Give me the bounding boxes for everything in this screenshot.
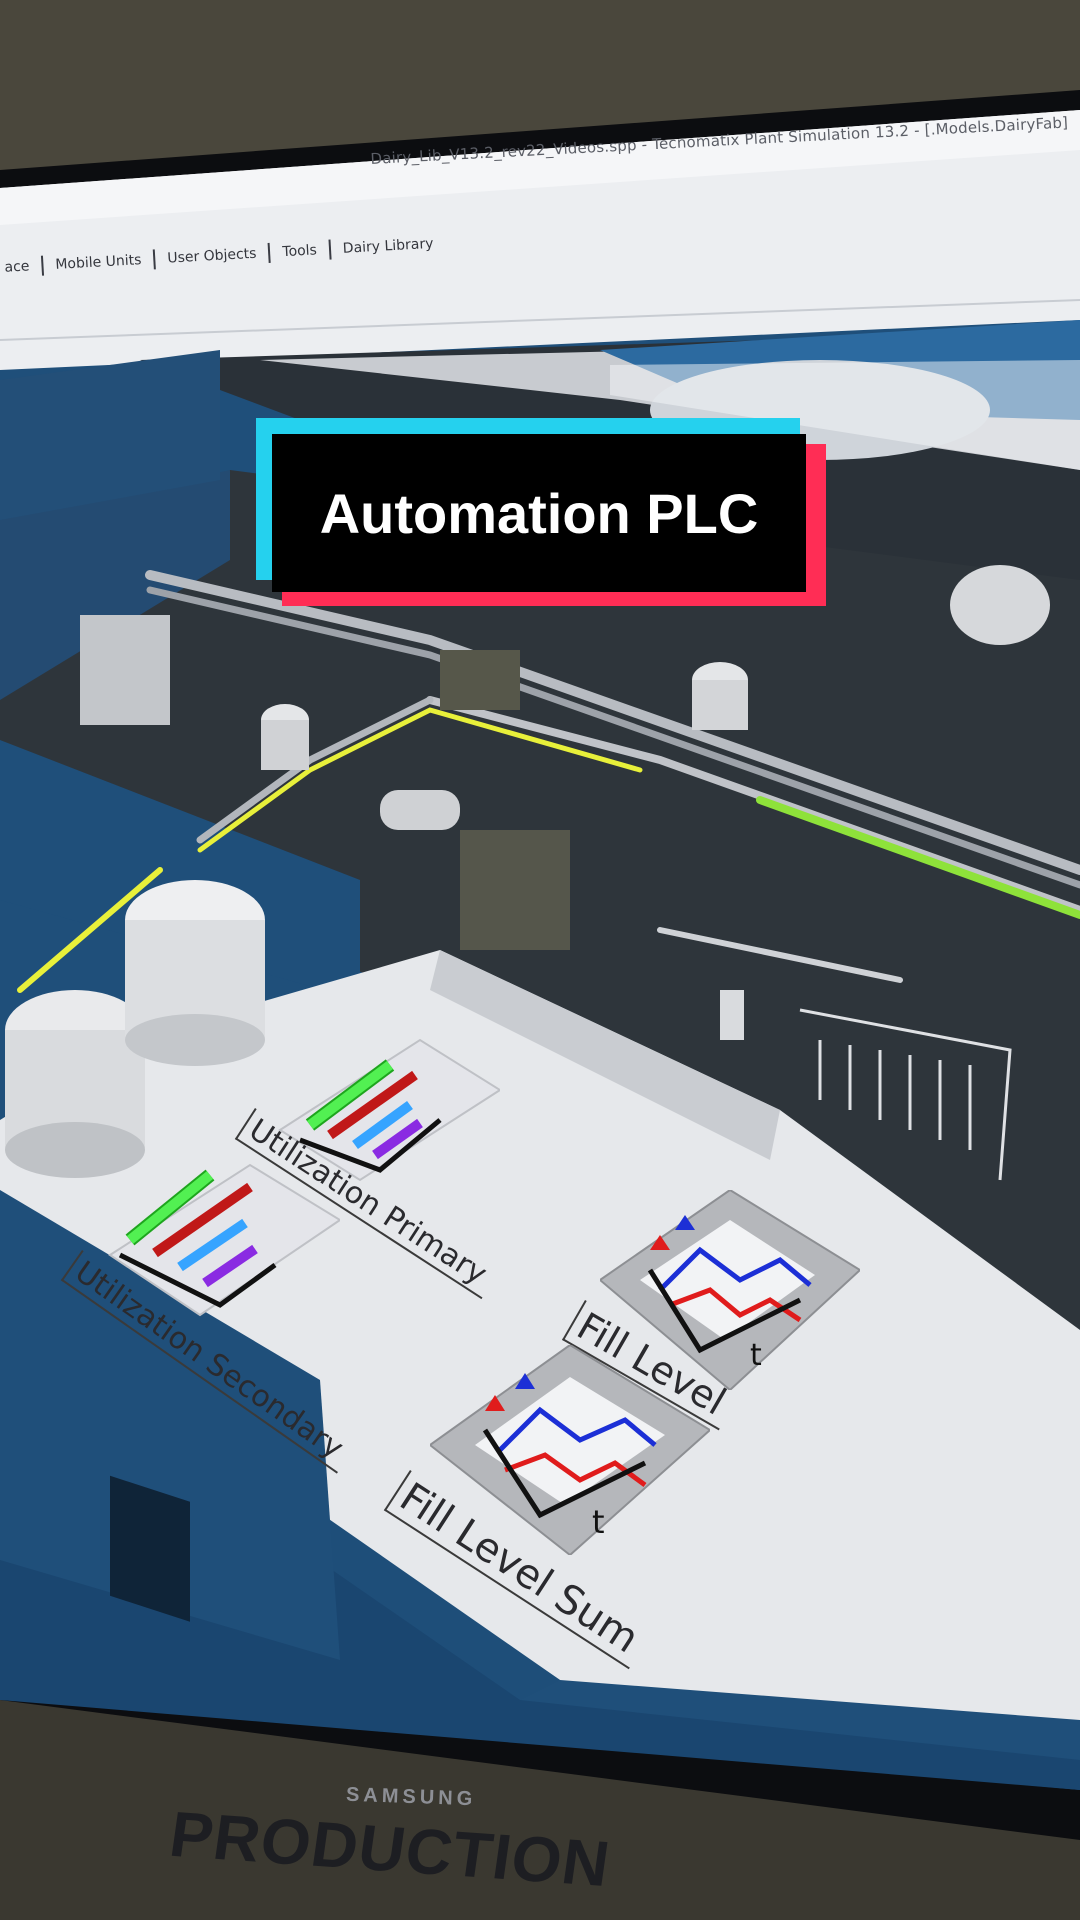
utilization-secondary-chart-object[interactable] xyxy=(100,1145,340,1325)
tab-tools[interactable]: Tools xyxy=(267,239,330,263)
fill-level-sum-plot-object[interactable]: t xyxy=(430,1345,710,1555)
fill-level-time-axis-label: t xyxy=(750,1338,762,1373)
caption-overlay: Automation PLC xyxy=(256,418,826,606)
line-plot-icon xyxy=(647,1215,812,1354)
fill-level-sum-time-axis-label: t xyxy=(592,1503,605,1541)
bar-chart-icon xyxy=(299,1059,442,1173)
utilization-primary-chart-object[interactable] xyxy=(270,1020,500,1190)
line-plot-icon xyxy=(482,1373,657,1519)
fill-level-plot-object[interactable]: t xyxy=(600,1190,860,1390)
bar-chart-icon xyxy=(118,1169,277,1308)
monitor-brand-logo: SAMSUNG xyxy=(345,1783,477,1811)
caption-text: Automation PLC xyxy=(319,481,759,545)
tab-ace[interactable]: ace xyxy=(4,258,30,276)
tank-icon xyxy=(5,360,1080,1178)
